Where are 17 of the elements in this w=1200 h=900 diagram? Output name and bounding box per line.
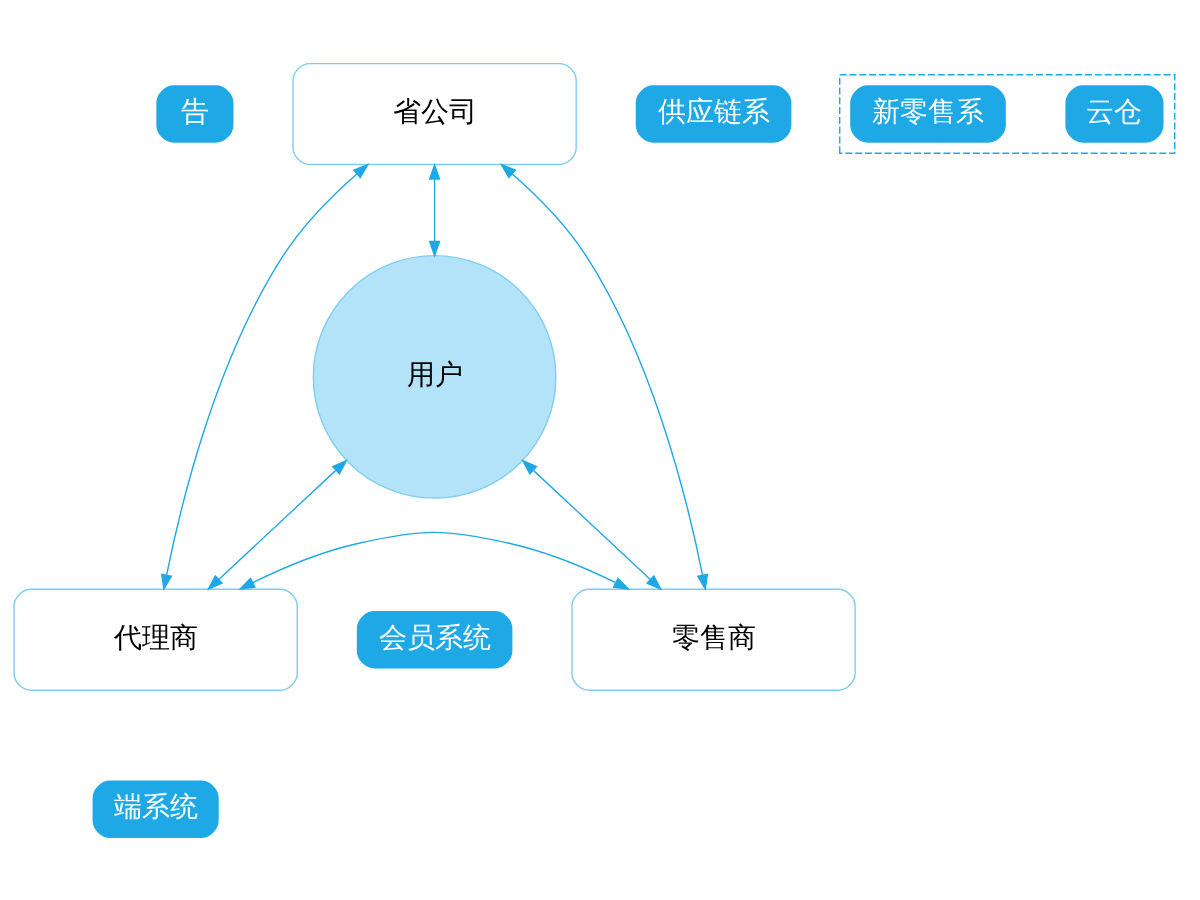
cluster — [839, 73, 1176, 154]
node-box: 告 — [156, 84, 234, 143]
arrow — [428, 162, 441, 258]
arrow — [206, 458, 348, 591]
arrow — [238, 531, 631, 590]
node-box: 会员系统 — [356, 610, 513, 668]
arrow — [521, 458, 663, 591]
node-box: 代理商 — [13, 588, 298, 691]
node-box: 新零售系 — [850, 84, 1006, 143]
node-box: 云仓 — [1065, 84, 1164, 143]
arrow — [160, 162, 370, 591]
node-circle: 用户 — [312, 254, 557, 499]
node-box: 零售商 — [571, 588, 856, 691]
node-box: 供应链系 — [635, 84, 792, 143]
node-box: 省公司 — [292, 62, 577, 165]
node-box: 端系统 — [92, 780, 219, 838]
arrow — [499, 162, 709, 591]
